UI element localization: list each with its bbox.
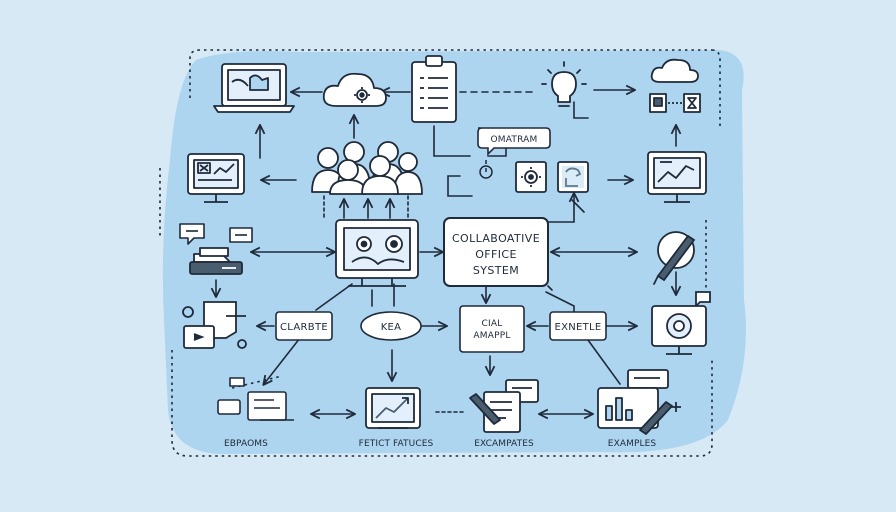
top-bubble-label: OMATRAM xyxy=(490,135,537,145)
label-clarbte: CLARBTE xyxy=(275,311,333,341)
cloud-gear-icon xyxy=(322,72,387,107)
clipboard-checklist-icon xyxy=(411,55,457,123)
document-pen-icon xyxy=(469,379,539,433)
label-exnetle: EXNETLE xyxy=(549,311,607,341)
monitor-analytics-left-icon xyxy=(187,153,245,203)
monitor-target-icon xyxy=(651,305,707,355)
bottom-label-excampates: EXCAMPATES xyxy=(474,439,534,449)
central-system-box: COLLABOATIVE OFFICE SYSTEM xyxy=(443,217,549,287)
bottom-label-fetict-fatuces: FETICT FATUCES xyxy=(359,439,434,449)
chat-bubbles-icon xyxy=(179,223,253,245)
center-line3: SYSTEM xyxy=(473,264,519,277)
gear-card-icon xyxy=(515,161,547,193)
center-line2: OFFICE xyxy=(475,248,517,261)
printer-icon xyxy=(189,247,243,275)
connector-lines xyxy=(210,84,682,420)
label-kea-text: KEA xyxy=(381,322,402,333)
label-exnetle-text: EXNETLE xyxy=(554,322,601,333)
label-cial-line1: CIAL xyxy=(482,319,503,329)
central-monitor-gears-icon xyxy=(335,219,419,287)
laptop-chart-icon xyxy=(213,63,295,113)
top-speech-bubble: OMATRAM xyxy=(477,127,551,156)
cloud-sync-card-icon xyxy=(557,161,589,193)
cloud-documents-icon xyxy=(649,58,701,113)
pen-circle-icon xyxy=(653,231,711,309)
bottom-label-examples: EXAMPLES xyxy=(608,439,657,449)
bottom-label-ebpaoms: EBPAOMS xyxy=(224,439,268,449)
monitor-trend-icon xyxy=(365,387,421,429)
presentation-chart-icon xyxy=(597,369,681,435)
label-clarbte-text: CLARBTE xyxy=(280,322,328,333)
center-line1: COLLABOATIVE xyxy=(452,232,540,245)
lightbulb-idea-icon xyxy=(541,61,587,107)
label-cial-amappl: CIAL AMAPPL xyxy=(459,305,525,353)
team-people-icon xyxy=(311,141,423,195)
small-timer-icon xyxy=(479,160,493,179)
tablet-sticky-note-icon xyxy=(182,301,247,349)
label-kea: KEA xyxy=(360,311,422,341)
monitor-analytics-right-icon xyxy=(647,151,707,203)
label-cial-line2: AMAPPL xyxy=(473,331,510,341)
chat-tablet-icon xyxy=(217,377,294,421)
